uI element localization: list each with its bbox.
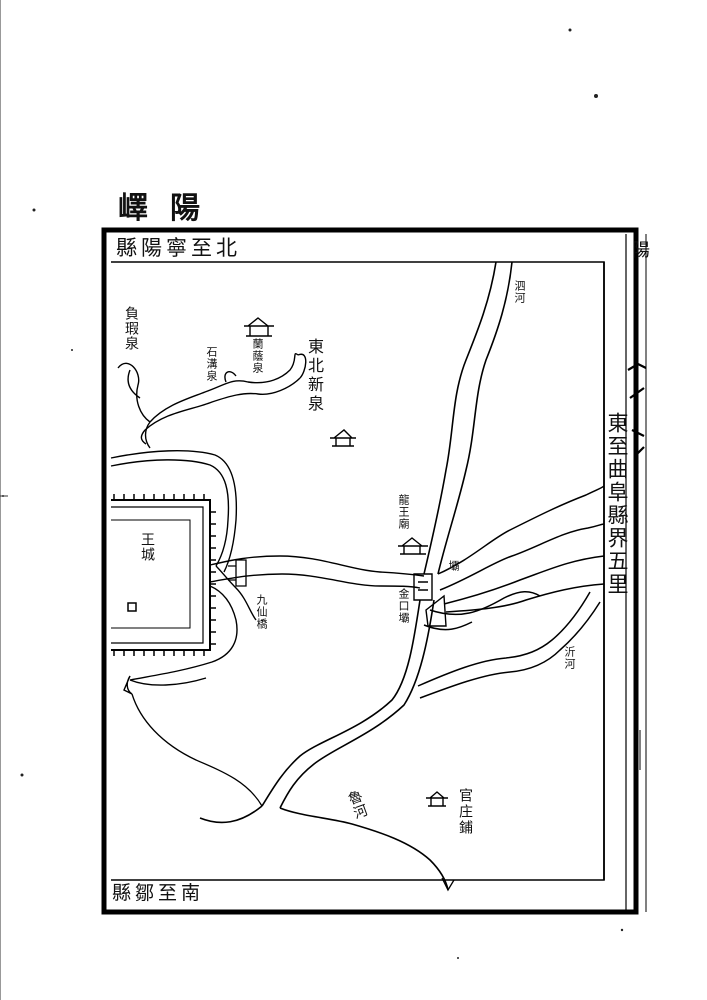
south-boundary-label: 南至鄒縣 bbox=[112, 882, 205, 904]
east-tributaries bbox=[417, 485, 605, 699]
label-dongbei-xin-spring: 東北新泉 bbox=[305, 338, 324, 414]
lower-river bbox=[199, 599, 449, 891]
label-wangcheng: 王城 bbox=[139, 532, 155, 562]
outer-frame bbox=[101, 227, 639, 915]
si-river bbox=[423, 261, 513, 575]
label-longwang-temple: 龍王廟 bbox=[397, 494, 410, 530]
label-fuqiu-spring: 負瑕泉 bbox=[123, 306, 139, 351]
north-boundary-label: 北至寧陽縣 bbox=[116, 236, 241, 260]
scan-specks bbox=[2, 28, 624, 959]
city-channel bbox=[123, 555, 425, 695]
east-boundary-label: 東至曲阜縣界五里 bbox=[605, 412, 629, 596]
label-guanzhuang-post: 官庄鋪 bbox=[457, 788, 473, 836]
label-yi-river: 沂河 bbox=[563, 646, 576, 670]
label-shigou-spring: 石溝泉 bbox=[205, 346, 218, 382]
south-river-mouth bbox=[441, 877, 455, 892]
bridge-icon bbox=[228, 559, 247, 587]
label-dam-mark: 壩 bbox=[447, 560, 460, 572]
city-wall bbox=[111, 494, 216, 656]
adjacent-page-label: 陽 bbox=[629, 240, 650, 259]
inner-frame bbox=[111, 261, 605, 881]
label-jinkou-dam: 金口壩 bbox=[397, 588, 410, 624]
label-jiuxian-bridge: 九仙橋 bbox=[255, 594, 268, 630]
dam-structure bbox=[413, 573, 447, 627]
map-title: 嶧陽 bbox=[118, 191, 222, 226]
shrine-icon bbox=[244, 317, 448, 807]
adjacent-page-fragment bbox=[625, 234, 647, 912]
label-si-river: 泗河 bbox=[513, 280, 526, 304]
south-stream bbox=[131, 693, 263, 807]
label-lanyin-spring: 蘭蔭泉 bbox=[251, 338, 264, 374]
spring-streams bbox=[110, 353, 307, 573]
